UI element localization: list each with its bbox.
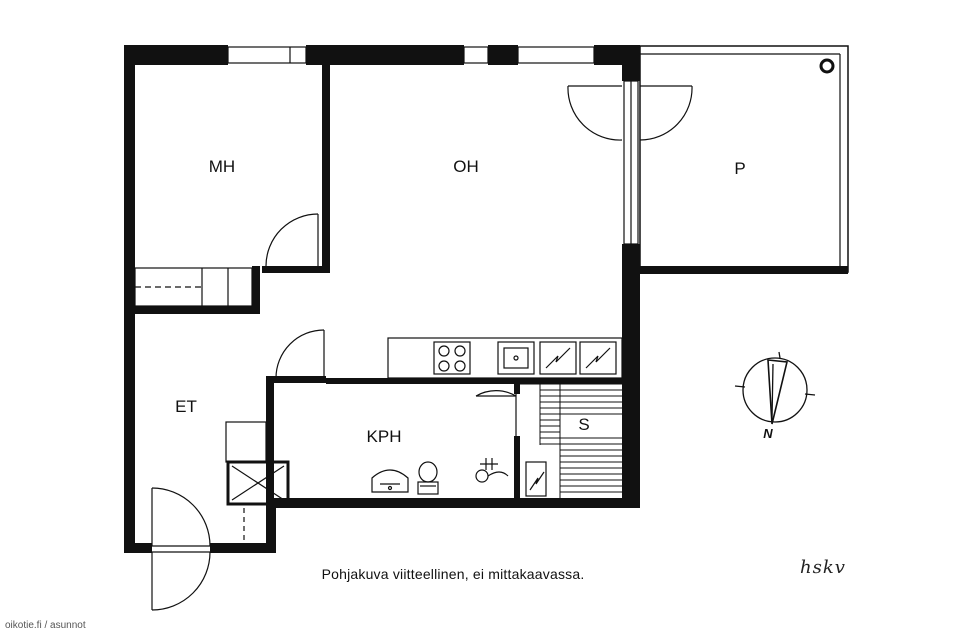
bathroom-fixtures [371, 458, 547, 497]
dishwasher-icon [539, 341, 577, 375]
doors [151, 85, 693, 611]
compass-icon [734, 351, 816, 425]
signature: hskv [800, 557, 846, 578]
compass-north-label: N [763, 426, 773, 441]
kitchen-counter [387, 337, 623, 379]
room-label-oh: OH [453, 157, 479, 176]
disclaimer-caption: Pohjakuva viitteellinen, ei mittakaavass… [321, 566, 585, 582]
fridge-icon [579, 341, 617, 375]
sauna-benches [520, 383, 622, 498]
drain-icon [819, 58, 835, 74]
entry-closet [225, 421, 290, 543]
room-label-kph: KPH [367, 427, 402, 446]
washbasin-icon [371, 469, 409, 493]
room-label-p: P [734, 159, 745, 178]
balcony [636, 45, 849, 274]
sink-icon [497, 341, 535, 375]
wardrobe [134, 267, 253, 307]
shaft [226, 460, 290, 506]
toilet-icon [417, 461, 439, 495]
windows [227, 46, 639, 245]
room-label-et: ET [175, 397, 197, 416]
shower-icon [475, 458, 509, 483]
room-label-mh: MH [209, 157, 235, 176]
heater-icon [525, 461, 547, 497]
stove-icon [433, 341, 471, 375]
room-labels: MH OH P ET KPH S N [175, 157, 773, 446]
room-label-s: S [578, 415, 589, 434]
exterior-walls [124, 45, 640, 553]
interior-walls [130, 63, 626, 508]
watermark: oikotie.fi / asunnot [5, 620, 86, 631]
